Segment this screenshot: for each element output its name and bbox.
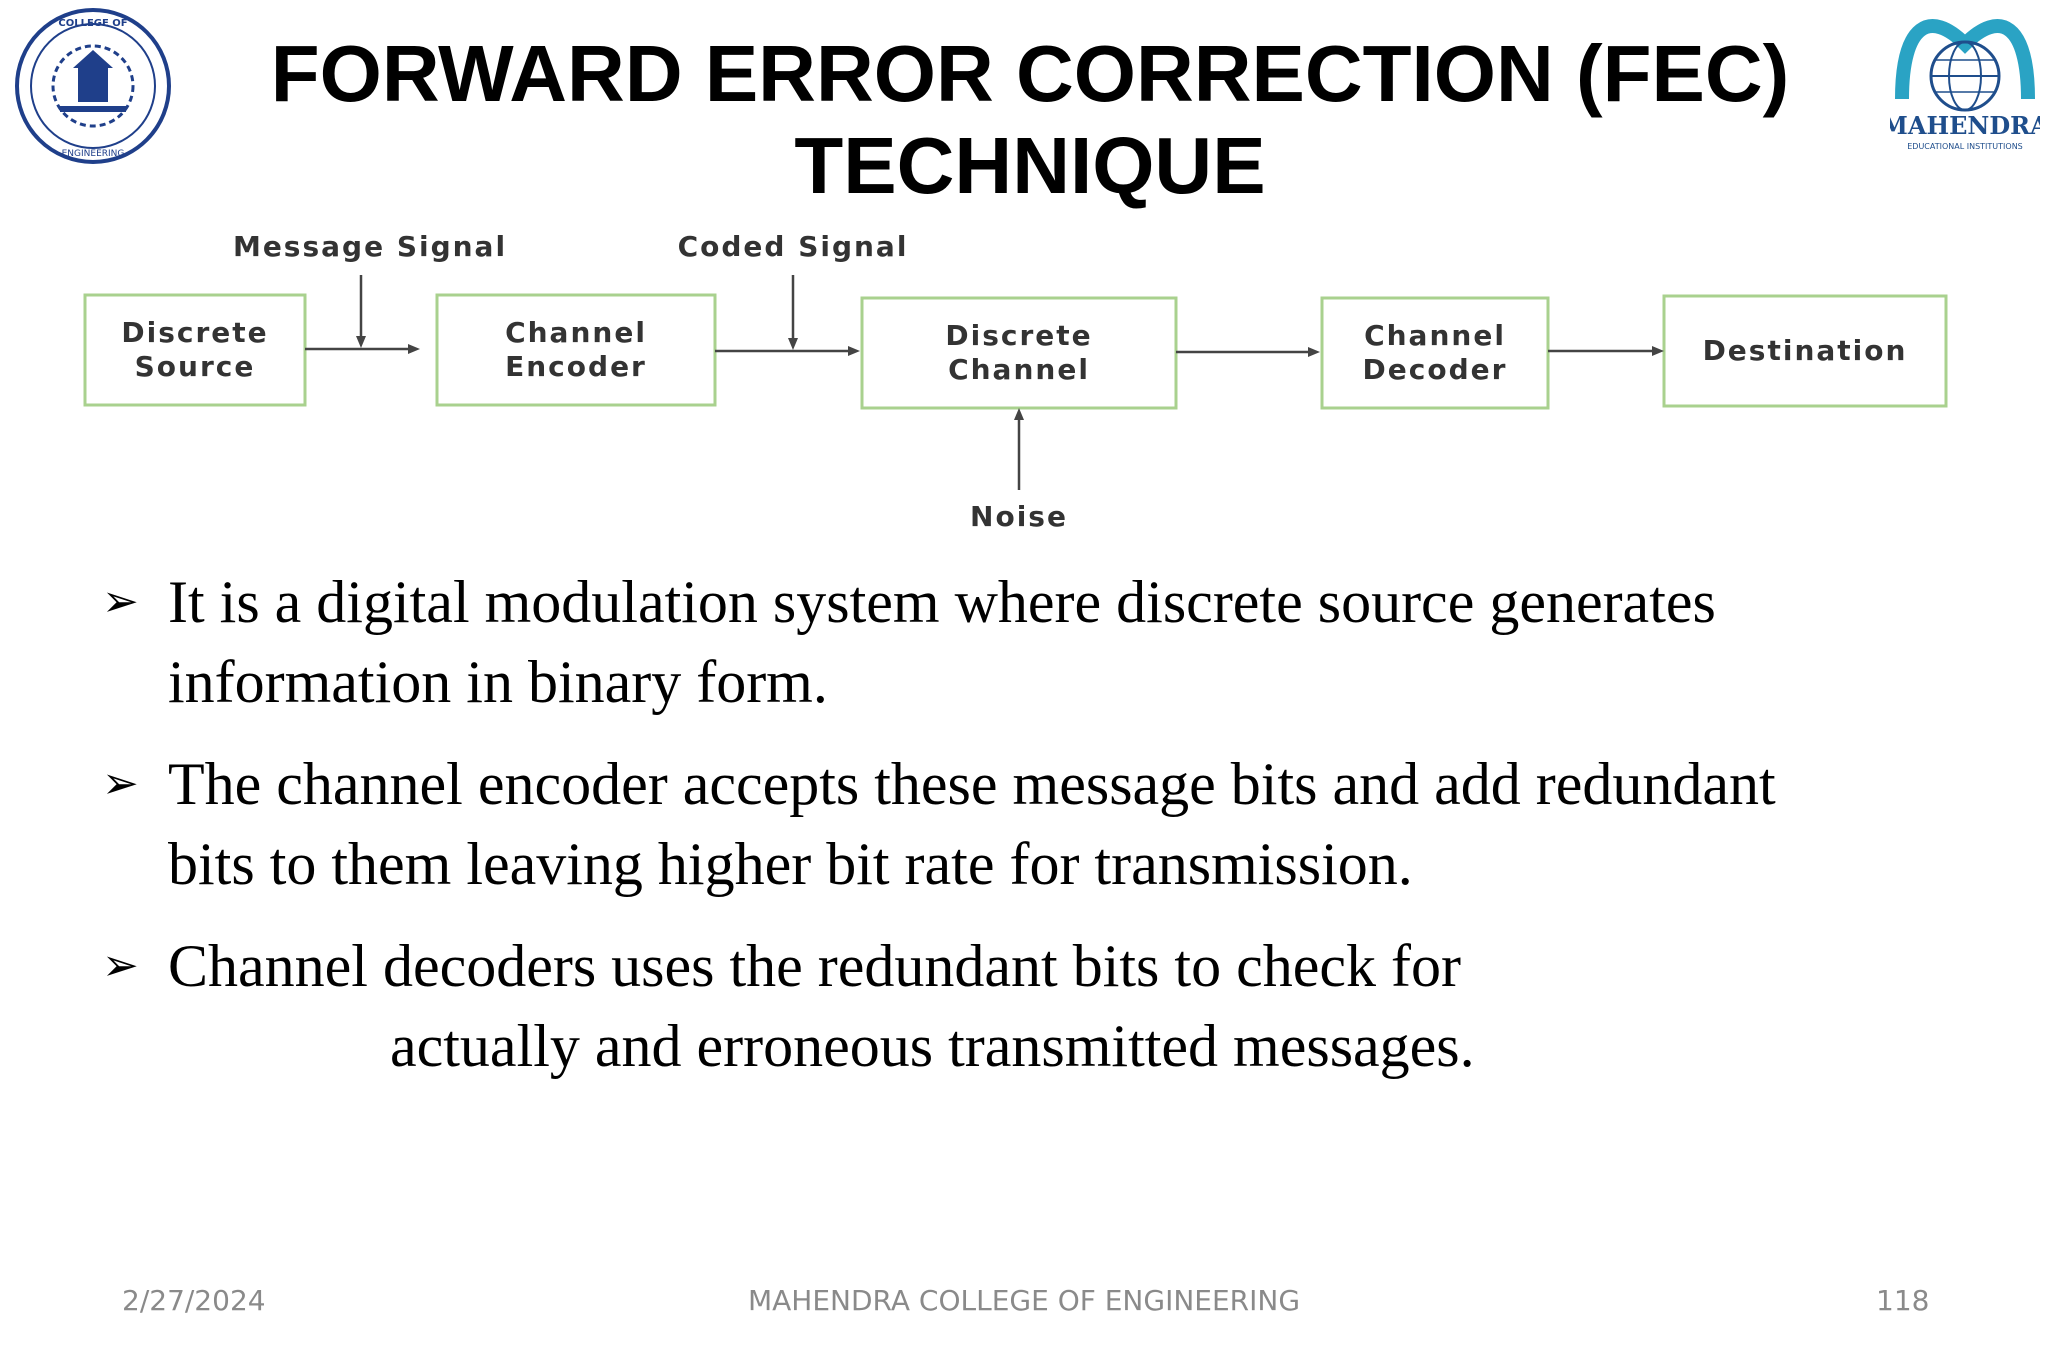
bullet-item: ➢ The channel encoder accepts these mess… <box>100 744 2000 904</box>
bullet-item: ➢ It is a digital modulation system wher… <box>100 562 2000 722</box>
arrow-bullet-icon: ➢ <box>102 758 139 809</box>
footer-page-number: 118 <box>1876 1284 1930 1317</box>
block-discrete-channel: Discrete Channel <box>860 296 1178 410</box>
arrow-bullet-icon: ➢ <box>102 940 139 991</box>
block-label: Channel <box>505 316 647 349</box>
block-channel-encoder: Channel Encoder <box>435 293 717 407</box>
coded-signal-label: Coded Signal <box>678 230 909 263</box>
arrow-channel-to-decoder <box>1176 347 1320 357</box>
block-label: Encoder <box>505 350 647 383</box>
block-discrete-source: Discrete Source <box>83 293 307 407</box>
arrow-noise-up <box>1014 408 1024 490</box>
title-line-2: TECHNIQUE <box>794 121 1266 210</box>
noise-label: Noise <box>970 500 1068 533</box>
bullet-item: ➢ Channel decoders uses the redundant bi… <box>100 926 2000 1086</box>
arrow-encoder-to-channel <box>715 346 860 356</box>
block-label: Discrete <box>945 319 1092 352</box>
bullet-text: actually and erroneous transmitted messa… <box>390 1013 1475 1079</box>
slide-title: FORWARD ERROR CORRECTION (FEC) TECHNIQUE <box>230 28 1830 212</box>
fec-block-diagram: Message Signal Coded Signal Discrete Sou… <box>83 230 1948 533</box>
block-label: Destination <box>1703 334 1908 367</box>
arrow-coded-signal-down <box>788 275 798 350</box>
block-channel-decoder: Channel Decoder <box>1320 296 1550 410</box>
bullet-text: bits to them leaving higher bit rate for… <box>168 831 1413 897</box>
arrow-decoder-to-destination <box>1548 346 1664 356</box>
block-label: Channel <box>1364 319 1506 352</box>
title-line-1: FORWARD ERROR CORRECTION (FEC) <box>270 29 1790 118</box>
arrow-bullet-icon: ➢ <box>102 576 139 627</box>
block-destination: Destination <box>1662 294 1948 408</box>
bullet-text: Channel decoders uses the redundant bits… <box>168 933 1461 999</box>
mahendra-brand-logo: MAHENDRA EDUCATIONAL INSTITUTIONS <box>1890 19 2040 151</box>
bullet-text: information in binary form. <box>168 649 828 715</box>
block-label: Discrete <box>121 316 268 349</box>
footer-date: 2/27/2024 <box>122 1284 266 1317</box>
logo-tagline-text: EDUCATIONAL INSTITUTIONS <box>1907 142 2023 151</box>
college-seal-logo: COLLEGE OF ENGINEERING <box>15 8 171 164</box>
block-label: Source <box>135 350 256 383</box>
footer-institution: MAHENDRA COLLEGE OF ENGINEERING <box>747 1284 1301 1317</box>
bullet-text: The channel encoder accepts these messag… <box>168 751 1776 817</box>
svg-text:ENGINEERING: ENGINEERING <box>62 149 125 159</box>
message-signal-label: Message Signal <box>233 230 507 263</box>
block-label: Channel <box>948 353 1090 386</box>
arrow-message-signal-down <box>356 275 366 348</box>
bullet-list: ➢ It is a digital modulation system wher… <box>100 562 2000 1108</box>
block-label: Decoder <box>1363 353 1508 386</box>
svg-text:COLLEGE OF: COLLEGE OF <box>58 18 127 29</box>
bullet-text: It is a digital modulation system where … <box>168 569 1716 635</box>
logo-brand-text: MAHENDRA <box>1890 111 2040 140</box>
arrow-source-to-encoder <box>305 344 420 354</box>
